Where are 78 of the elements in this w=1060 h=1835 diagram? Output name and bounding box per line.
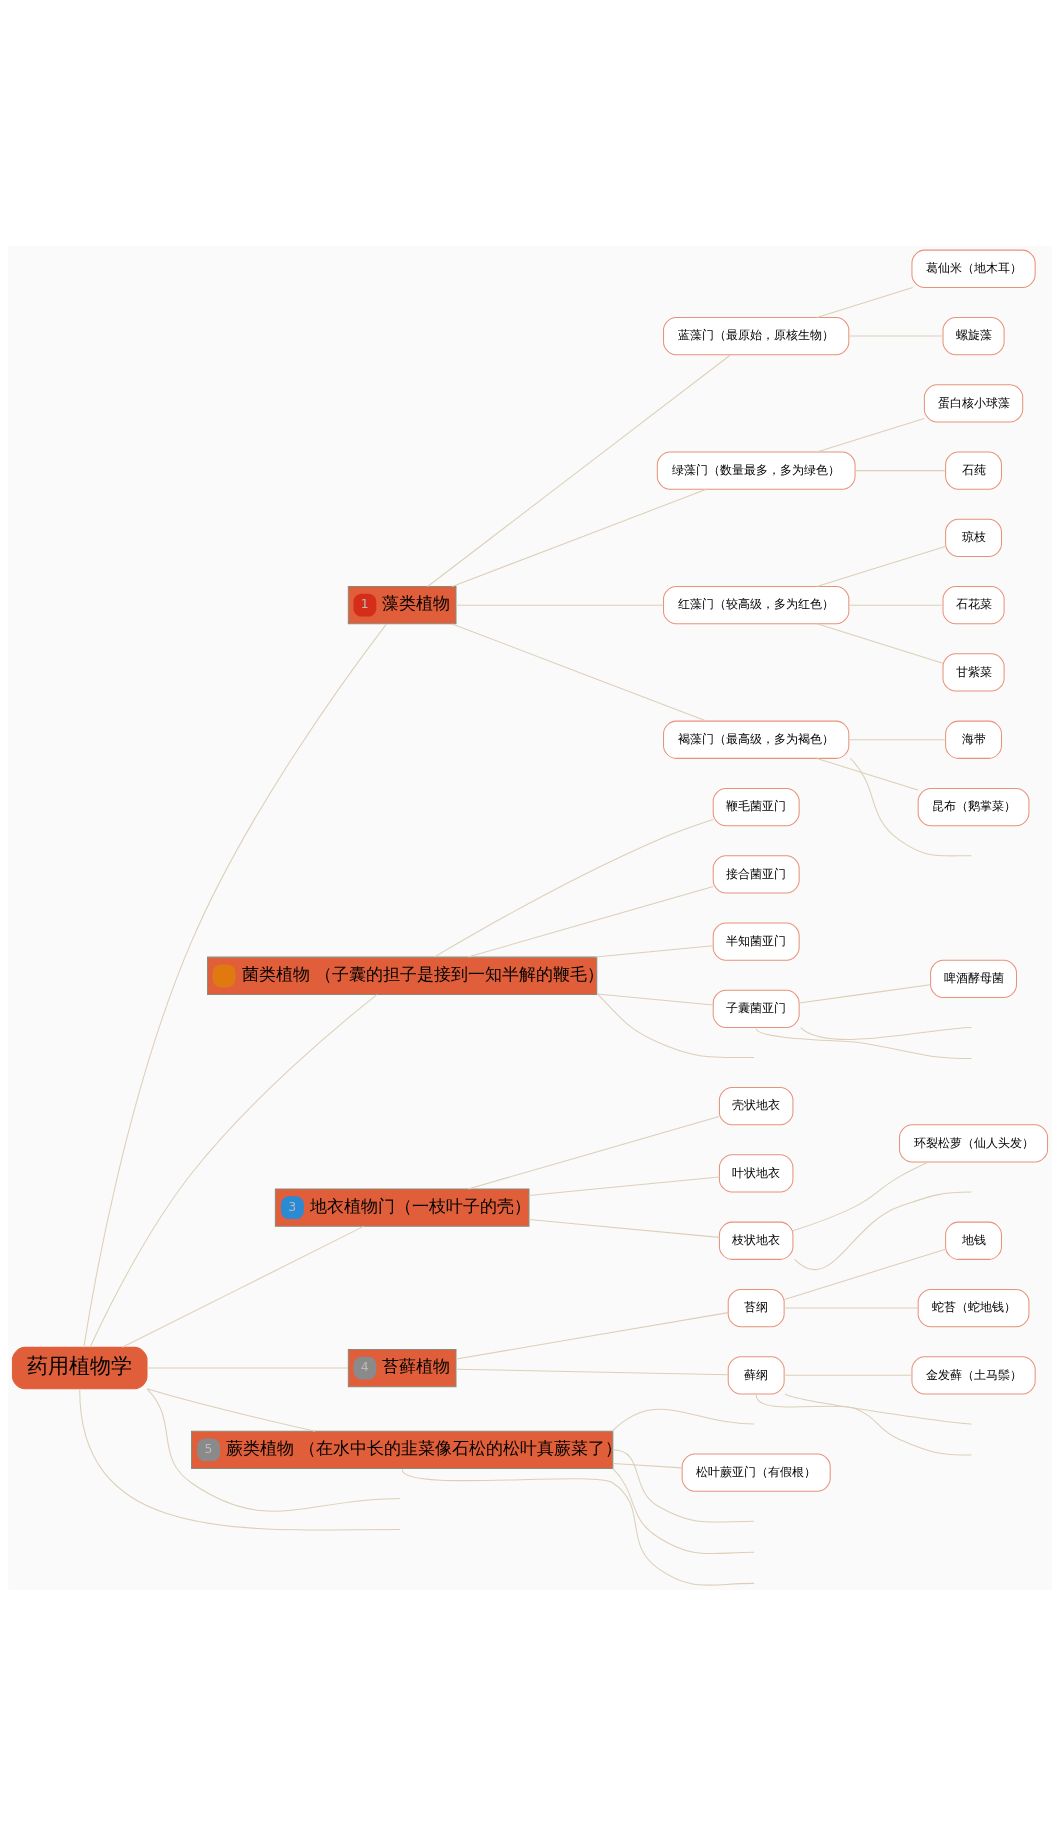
node-box: 啤酒酵母菌 (930, 959, 1018, 998)
node-box: 海带 (945, 720, 1002, 759)
connector (121, 1225, 365, 1348)
connector (849, 757, 972, 856)
connector (793, 1191, 972, 1270)
connector (146, 1387, 316, 1432)
node-box: 接合菌亚门 (712, 854, 800, 893)
node-box: 子囊菌亚门 (712, 989, 800, 1028)
node-box: 叶状地衣 (718, 1153, 794, 1193)
connector (455, 1368, 729, 1375)
node-box: 红藻门（较高级，多为红色） (663, 585, 850, 624)
connector (528, 1218, 720, 1238)
connector (455, 604, 664, 606)
connector (783, 1248, 946, 1300)
connector (755, 1393, 972, 1456)
node-box: 金发藓（土马鬃） (911, 1355, 1036, 1394)
node-box: 1 藻类植物 (347, 585, 457, 624)
connector (467, 885, 714, 958)
node-box: 藓纲 (727, 1355, 785, 1394)
connector (792, 1161, 929, 1231)
node-box: 环裂松萝（仙人头发） (899, 1123, 1049, 1163)
connector (612, 1467, 755, 1554)
connector (597, 993, 755, 1058)
node-box: 甘紫菜 (942, 652, 1005, 692)
connector (816, 286, 914, 318)
node-box: 蛋白核小球藻 (923, 383, 1024, 422)
node-box: 枝状地衣 (718, 1221, 794, 1260)
connector (816, 757, 919, 790)
connector (784, 1392, 972, 1424)
node-box: 石花菜 (942, 585, 1005, 624)
connector (816, 622, 944, 664)
connector (816, 417, 925, 452)
node-box: 褐藻门（最高级，多为褐色） (663, 720, 850, 759)
connector (83, 623, 387, 1348)
node-box: 蓝藻门（最原始，原核生物） (663, 316, 850, 355)
connector (146, 1367, 349, 1369)
connector (467, 1115, 720, 1189)
node-box: 螺旋藻 (942, 316, 1005, 355)
connector (146, 1387, 401, 1512)
connector (595, 944, 714, 958)
connector (455, 1311, 729, 1360)
connector (800, 1026, 972, 1040)
node-box: 昆布（鹅掌菜） (917, 787, 1030, 826)
connector (596, 993, 714, 1005)
node-box: 琼枝 (945, 518, 1002, 557)
connector (848, 604, 944, 606)
node-box: 蛇苔（蛇地钱） (917, 1288, 1030, 1327)
connector (612, 1462, 683, 1468)
node-box: 松叶蕨亚门（有假根） (681, 1452, 831, 1492)
node-box: 地钱 (945, 1221, 1002, 1260)
connector (854, 469, 946, 471)
node-box: 菌类植物 （子囊的担子是接到一知半解的鞭毛） (207, 956, 598, 995)
connector (798, 983, 931, 1004)
connector (783, 1307, 919, 1309)
connector (401, 1468, 755, 1586)
connector (848, 335, 944, 337)
node-box: 药用植物学 (11, 1346, 148, 1389)
connector (783, 1374, 913, 1376)
connector (427, 354, 731, 587)
connector (79, 1388, 401, 1530)
connector (451, 622, 707, 722)
node-box: 石莼 (945, 450, 1002, 490)
connector (433, 818, 714, 957)
connector (755, 1027, 972, 1059)
node-box: 苔纲 (727, 1288, 785, 1327)
connector (816, 545, 946, 587)
node-box: 半知菌亚门 (712, 921, 800, 961)
connector (848, 738, 947, 740)
connector (611, 1408, 755, 1432)
connector (89, 993, 378, 1348)
node-box: 绿藻门（数量最多，多为绿色） (656, 450, 856, 490)
node-box: 3 地衣植物门（一枝叶子的壳） (274, 1188, 530, 1227)
node-box: 葛仙米（地木耳） (911, 249, 1036, 288)
connector (528, 1175, 720, 1196)
node-box: 壳状地衣 (718, 1086, 794, 1125)
connector (612, 1448, 755, 1523)
node-box: 鞭毛菌亚门 (712, 787, 800, 826)
connector (451, 488, 707, 587)
